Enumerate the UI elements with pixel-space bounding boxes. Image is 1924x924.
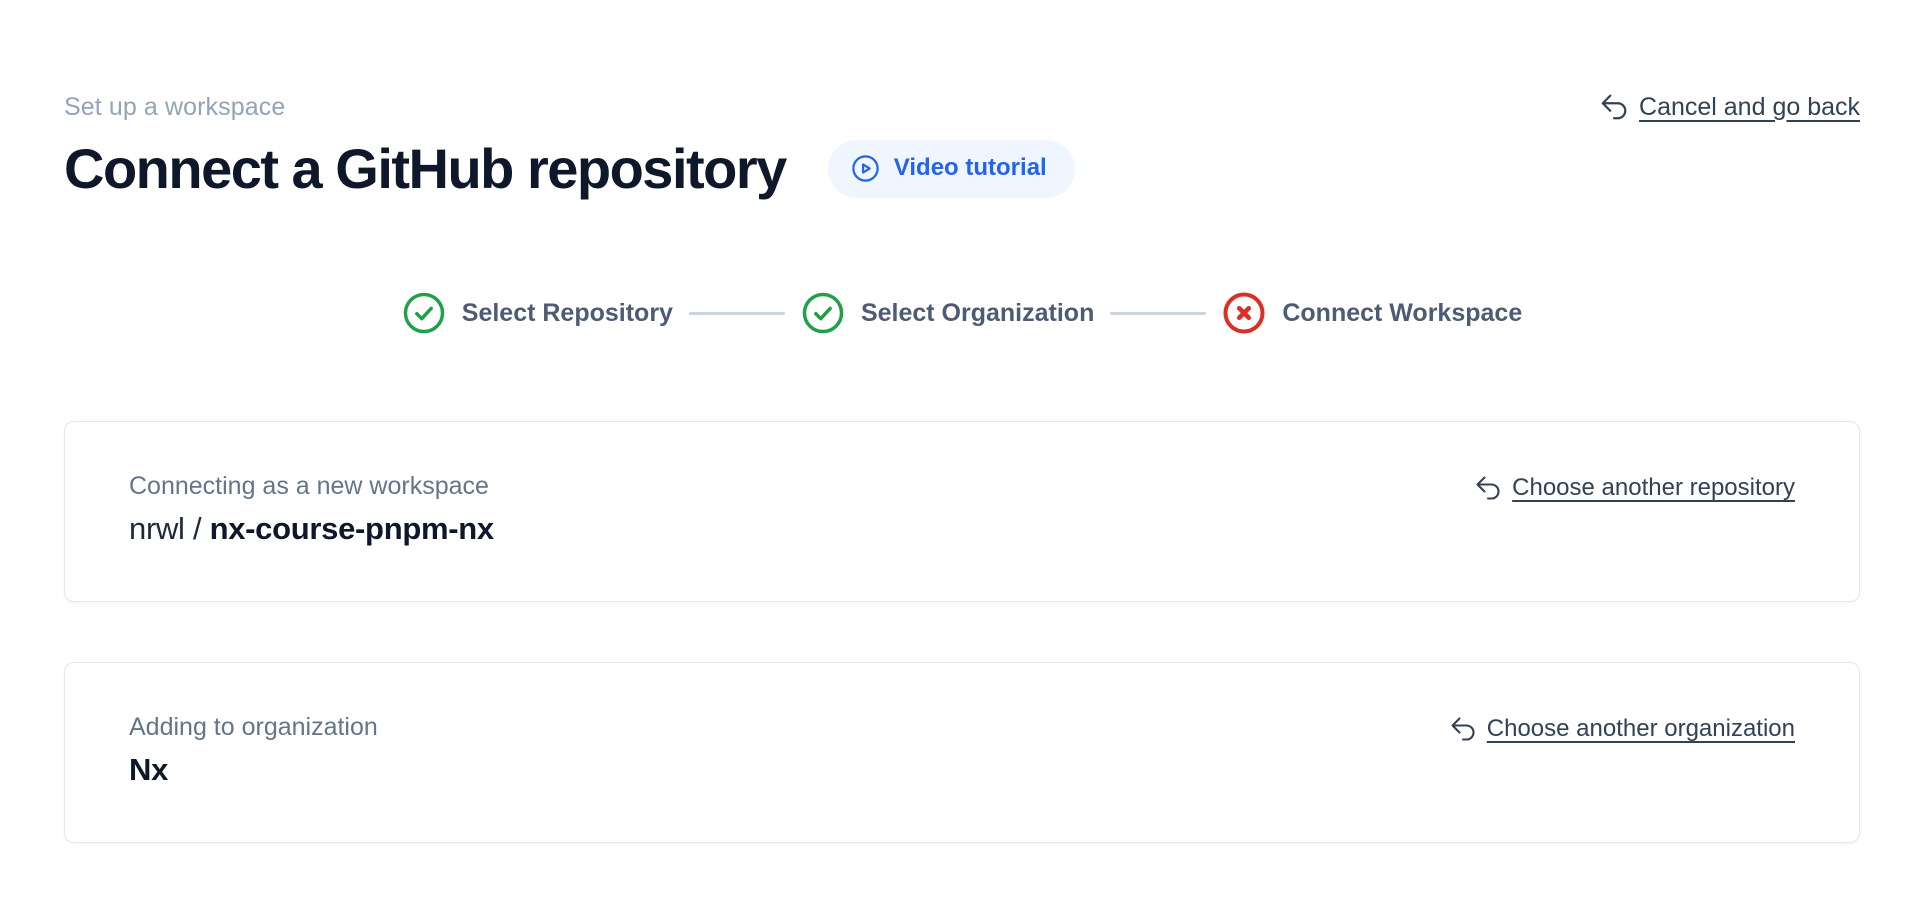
organization-slug: Nx (129, 752, 169, 787)
stepper-connector (688, 311, 785, 315)
eyebrow-text: Set up a workspace (64, 93, 286, 121)
check-circle-icon (801, 291, 845, 335)
undo-arrow-icon (1474, 474, 1502, 502)
repository-info: Connecting as a new workspace nrwl / nx-… (129, 472, 494, 547)
step-label: Select Organization (860, 298, 1095, 327)
page-title: Connect a GitHub repository (64, 137, 787, 200)
repository-owner: nrwl / (129, 511, 210, 546)
video-tutorial-button[interactable]: Video tutorial (827, 139, 1075, 198)
stepper-connector (1110, 311, 1207, 315)
title-row: Connect a GitHub repository Video tutori… (64, 136, 1860, 201)
check-circle-icon (402, 291, 446, 335)
selected-repository-card: Connecting as a new workspace nrwl / nx-… (64, 421, 1860, 602)
step-connect-workspace: Connect Workspace (1222, 291, 1522, 335)
x-circle-icon (1222, 291, 1266, 335)
step-label: Select Repository (461, 298, 673, 327)
setup-stepper: Select Repository Select Organization Co… (64, 291, 1860, 335)
undo-arrow-icon (1599, 92, 1629, 122)
step-select-repository: Select Repository (402, 291, 673, 335)
organization-name: Nx (129, 752, 378, 788)
organization-info: Adding to organization Nx (129, 713, 378, 788)
repository-slug: nx-course-pnpm-nx (209, 511, 495, 546)
choose-another-organization-label: Choose another organization (1486, 715, 1795, 742)
choose-another-organization-link[interactable]: Choose another organization (1449, 715, 1795, 743)
step-select-organization: Select Organization (801, 291, 1094, 335)
video-tutorial-label: Video tutorial (893, 154, 1047, 181)
choose-another-repository-link[interactable]: Choose another repository (1474, 474, 1795, 502)
repository-name: nrwl / nx-course-pnpm-nx (129, 511, 494, 547)
step-label: Connect Workspace (1282, 298, 1523, 327)
organization-card-label: Adding to organization (129, 713, 378, 741)
cancel-and-go-back-link[interactable]: Cancel and go back (1599, 92, 1860, 122)
play-circle-icon (850, 153, 881, 184)
topbar: Set up a workspace Cancel and go back (64, 0, 1860, 122)
undo-arrow-icon (1449, 715, 1477, 743)
cancel-link-label: Cancel and go back (1639, 92, 1860, 121)
repository-card-label: Connecting as a new workspace (129, 472, 489, 500)
choose-another-repository-label: Choose another repository (1512, 474, 1795, 501)
selected-organization-card: Adding to organization Nx Choose another… (64, 662, 1860, 843)
